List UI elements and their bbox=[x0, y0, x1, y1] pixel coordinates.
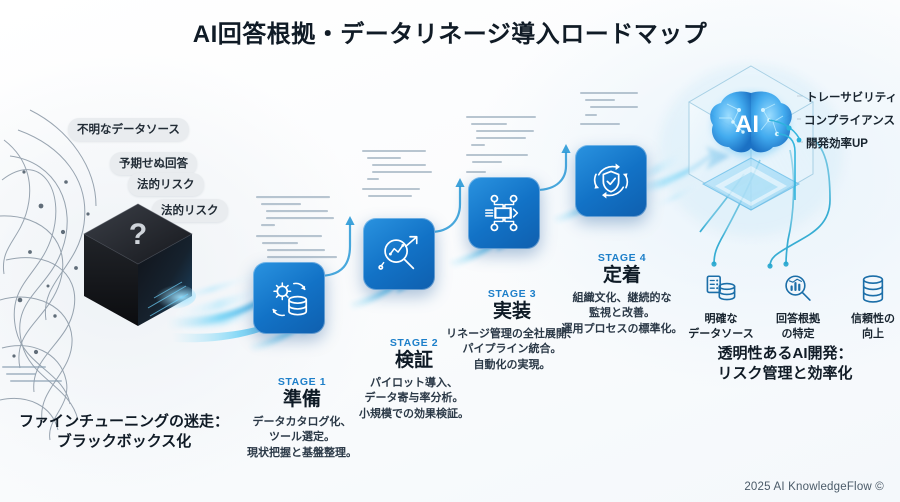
stage-3-number: STAGE 3 bbox=[487, 288, 537, 300]
outcome-2-label: 信頼性の 向上 bbox=[835, 312, 900, 342]
left-caption: ファインチューニングの迷走： ブラックボックス化 bbox=[8, 412, 240, 452]
stage-4-desc: 組織文化、継続的な 監視と改善。 運用プロセスの標準化。 bbox=[548, 291, 696, 338]
left-caption-line1: ファインチューニングの迷走： bbox=[18, 413, 229, 430]
stage-2-number: STAGE 2 bbox=[389, 337, 439, 349]
outcome-answer-evidence: 回答根拠 の特定 bbox=[760, 268, 836, 342]
chart-magnifier-icon bbox=[760, 268, 836, 310]
black-box-cube: ? bbox=[78, 198, 198, 333]
stage-1-title: 準備 bbox=[282, 389, 321, 410]
stage-1-desc-line1: データカタログ化、 bbox=[252, 415, 352, 428]
right-caption-line2: リスク管理と効率化 bbox=[717, 365, 853, 383]
stage-4-card[interactable] bbox=[575, 145, 647, 217]
question-mark-icon: ? bbox=[129, 218, 147, 251]
outcome-0-line2: データソース bbox=[688, 327, 754, 340]
stage-2-desc-line1: パイロット導入、 bbox=[370, 376, 458, 389]
stage-1-desc-line3: 現状把握と基盤整理。 bbox=[247, 447, 357, 460]
stage-3-card[interactable] bbox=[468, 177, 540, 249]
outcome-clear-data-source: 明確な データソース bbox=[683, 268, 759, 342]
benefit-label-traceability: トレーサビリティ bbox=[806, 92, 898, 104]
stage-4-desc-line3: 運用プロセスの標準化。 bbox=[561, 323, 683, 336]
outcome-0-line1: 明確な bbox=[704, 313, 738, 325]
stage-4-desc-line1: 組織文化、継続的な bbox=[572, 291, 672, 304]
ai-glass-cube: AI bbox=[683, 60, 819, 250]
stage-2-title: 検証 bbox=[394, 350, 433, 371]
stage-3-text: STAGE 3 実装 リネージ管理の全社展開、 パイプライン統合。 自動化の実現… bbox=[432, 288, 592, 374]
stage-4-number: STAGE 4 bbox=[597, 252, 647, 264]
ai-cube-label: AI bbox=[735, 111, 759, 138]
outcome-2-line2: 向上 bbox=[862, 327, 884, 340]
stage-2-desc-line3: 小規模での効果検証。 bbox=[359, 408, 469, 421]
stage-1-number: STAGE 1 bbox=[277, 376, 327, 388]
benefit-label-compliance: コンプライアンス bbox=[804, 115, 895, 127]
stage-3-desc-line2: パイプライン統合。 bbox=[462, 343, 562, 356]
risk-pill-legal-risk-2: 法的リスク bbox=[152, 199, 228, 222]
benefit-label-dev-efficiency: 開発効率UP bbox=[806, 138, 868, 150]
outcome-0-label: 明確な データソース bbox=[683, 312, 759, 342]
stage-4-desc-line2: 監視と改善。 bbox=[589, 307, 655, 320]
stage-1-card[interactable] bbox=[253, 262, 325, 334]
outcome-2-line1: 信頼性の bbox=[851, 313, 895, 325]
database-layers-icon bbox=[835, 268, 900, 310]
outcome-1-line1: 回答根拠 bbox=[776, 313, 820, 325]
risk-pill-legal-risk-1: 法的リスク bbox=[128, 173, 204, 196]
database-stack-icon bbox=[683, 268, 759, 310]
left-caption-line2: ブラックボックス化 bbox=[56, 432, 192, 450]
stage-1-desc: データカタログ化、 ツール選定。 現状把握と基盤整理。 bbox=[228, 415, 376, 462]
right-caption-line1: 透明性あるAI開発： bbox=[717, 345, 853, 362]
stage-4-title: 定着 bbox=[602, 265, 641, 286]
stage-2-card[interactable] bbox=[363, 218, 435, 290]
stage-2-desc-line2: データ寄与率分析。 bbox=[364, 392, 464, 405]
pipeline-nodes-icon bbox=[485, 194, 519, 232]
stage-3-desc-line3: 自動化の実現。 bbox=[473, 359, 551, 372]
stage-2-text: STAGE 2 検証 パイロット導入、 データ寄与率分析。 小規模での効果検証。 bbox=[340, 337, 488, 423]
stage-2-desc: パイロット導入、 データ寄与率分析。 小規模での効果検証。 bbox=[340, 376, 488, 423]
risk-pill-unexpected-answer: 予期せぬ回答 bbox=[110, 152, 197, 175]
right-caption: 透明性あるAI開発： リスク管理と効率化 bbox=[676, 344, 894, 385]
stage-3-desc: リネージ管理の全社展開、 パイプライン統合。 自動化の実現。 bbox=[432, 327, 592, 374]
outcome-1-label: 回答根拠 の特定 bbox=[760, 312, 836, 342]
risk-pill-unknown-source: 不明なデータソース bbox=[68, 118, 189, 141]
stage-1-desc-line2: ツール選定。 bbox=[269, 431, 335, 444]
page-title: AI回答根拠・データリネージ導入ロードマップ bbox=[192, 21, 708, 48]
shield-check-cycle-icon bbox=[593, 163, 629, 199]
magnifier-chart-growth-icon bbox=[378, 235, 418, 270]
outcome-1-line2: の特定 bbox=[781, 327, 815, 340]
stage-1-text: STAGE 1 準備 データカタログ化、 ツール選定。 現状把握と基盤整理。 bbox=[228, 376, 376, 462]
stage-3-desc-line1: リネージ管理の全社展開、 bbox=[446, 327, 578, 340]
stage-4-text: STAGE 4 定着 組織文化、継続的な 監視と改善。 運用プロセスの標準化。 bbox=[548, 252, 696, 338]
gear-database-cycle-icon bbox=[272, 282, 308, 317]
footer-credit: 2025 AI KnowledgeFlow © bbox=[744, 481, 884, 493]
outcome-reliability-up: 信頼性の 向上 bbox=[835, 268, 900, 342]
stage-3-title: 実装 bbox=[492, 301, 531, 322]
